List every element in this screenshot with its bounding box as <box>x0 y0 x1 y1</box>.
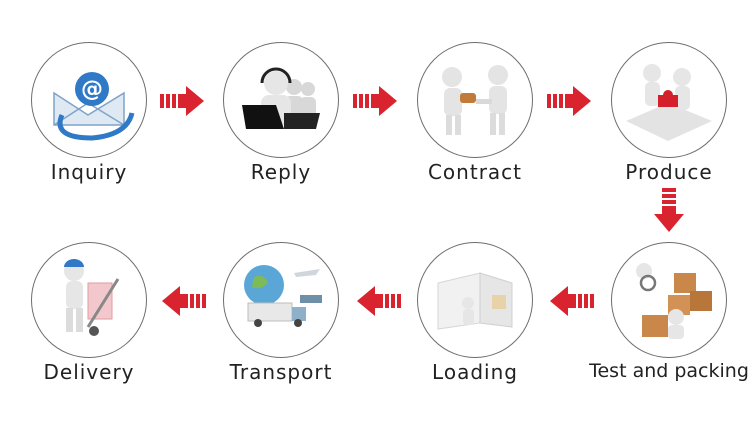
arrow-left-icon <box>160 286 206 316</box>
step-circle <box>31 242 147 358</box>
arrow-down-icon <box>654 188 684 234</box>
arrow-right-icon <box>547 86 593 116</box>
step-label: Inquiry <box>4 160 174 184</box>
arrow-left-icon <box>548 286 594 316</box>
arrow-left-icon <box>355 286 401 316</box>
step-test-packing: Test and packing <box>584 242 750 432</box>
email-at-icon: @ <box>32 43 145 156</box>
step-circle <box>223 242 339 358</box>
step-contract: Contract <box>390 42 560 232</box>
step-label: Test and packing <box>580 360 750 382</box>
step-label: Reply <box>196 160 366 184</box>
puzzle-build-icon <box>612 43 725 156</box>
step-circle <box>417 242 533 358</box>
step-loading: Loading <box>390 242 560 432</box>
arrow-right-icon <box>160 86 206 116</box>
step-label: Loading <box>390 360 560 384</box>
step-circle <box>611 42 727 158</box>
step-label: Produce <box>584 160 750 184</box>
inspect-boxes-icon <box>612 243 725 356</box>
loading-truck-icon <box>418 243 531 356</box>
hand-truck-icon <box>32 243 145 356</box>
step-label: Contract <box>390 160 560 184</box>
step-circle <box>223 42 339 158</box>
call-center-icon <box>224 43 337 156</box>
step-circle <box>611 242 727 358</box>
svg-text:@: @ <box>81 77 103 102</box>
step-circle: @ <box>31 42 147 158</box>
step-circle <box>417 42 533 158</box>
step-transport: Transport <box>196 242 366 432</box>
step-label: Delivery <box>4 360 174 384</box>
globe-truck-plane-icon <box>224 243 337 356</box>
step-label: Transport <box>196 360 366 384</box>
arrow-right-icon <box>353 86 399 116</box>
step-reply: Reply <box>196 42 366 232</box>
step-delivery: Delivery <box>4 242 174 432</box>
handshake-stamp-icon <box>418 43 531 156</box>
step-inquiry: @ Inquiry <box>4 42 174 232</box>
